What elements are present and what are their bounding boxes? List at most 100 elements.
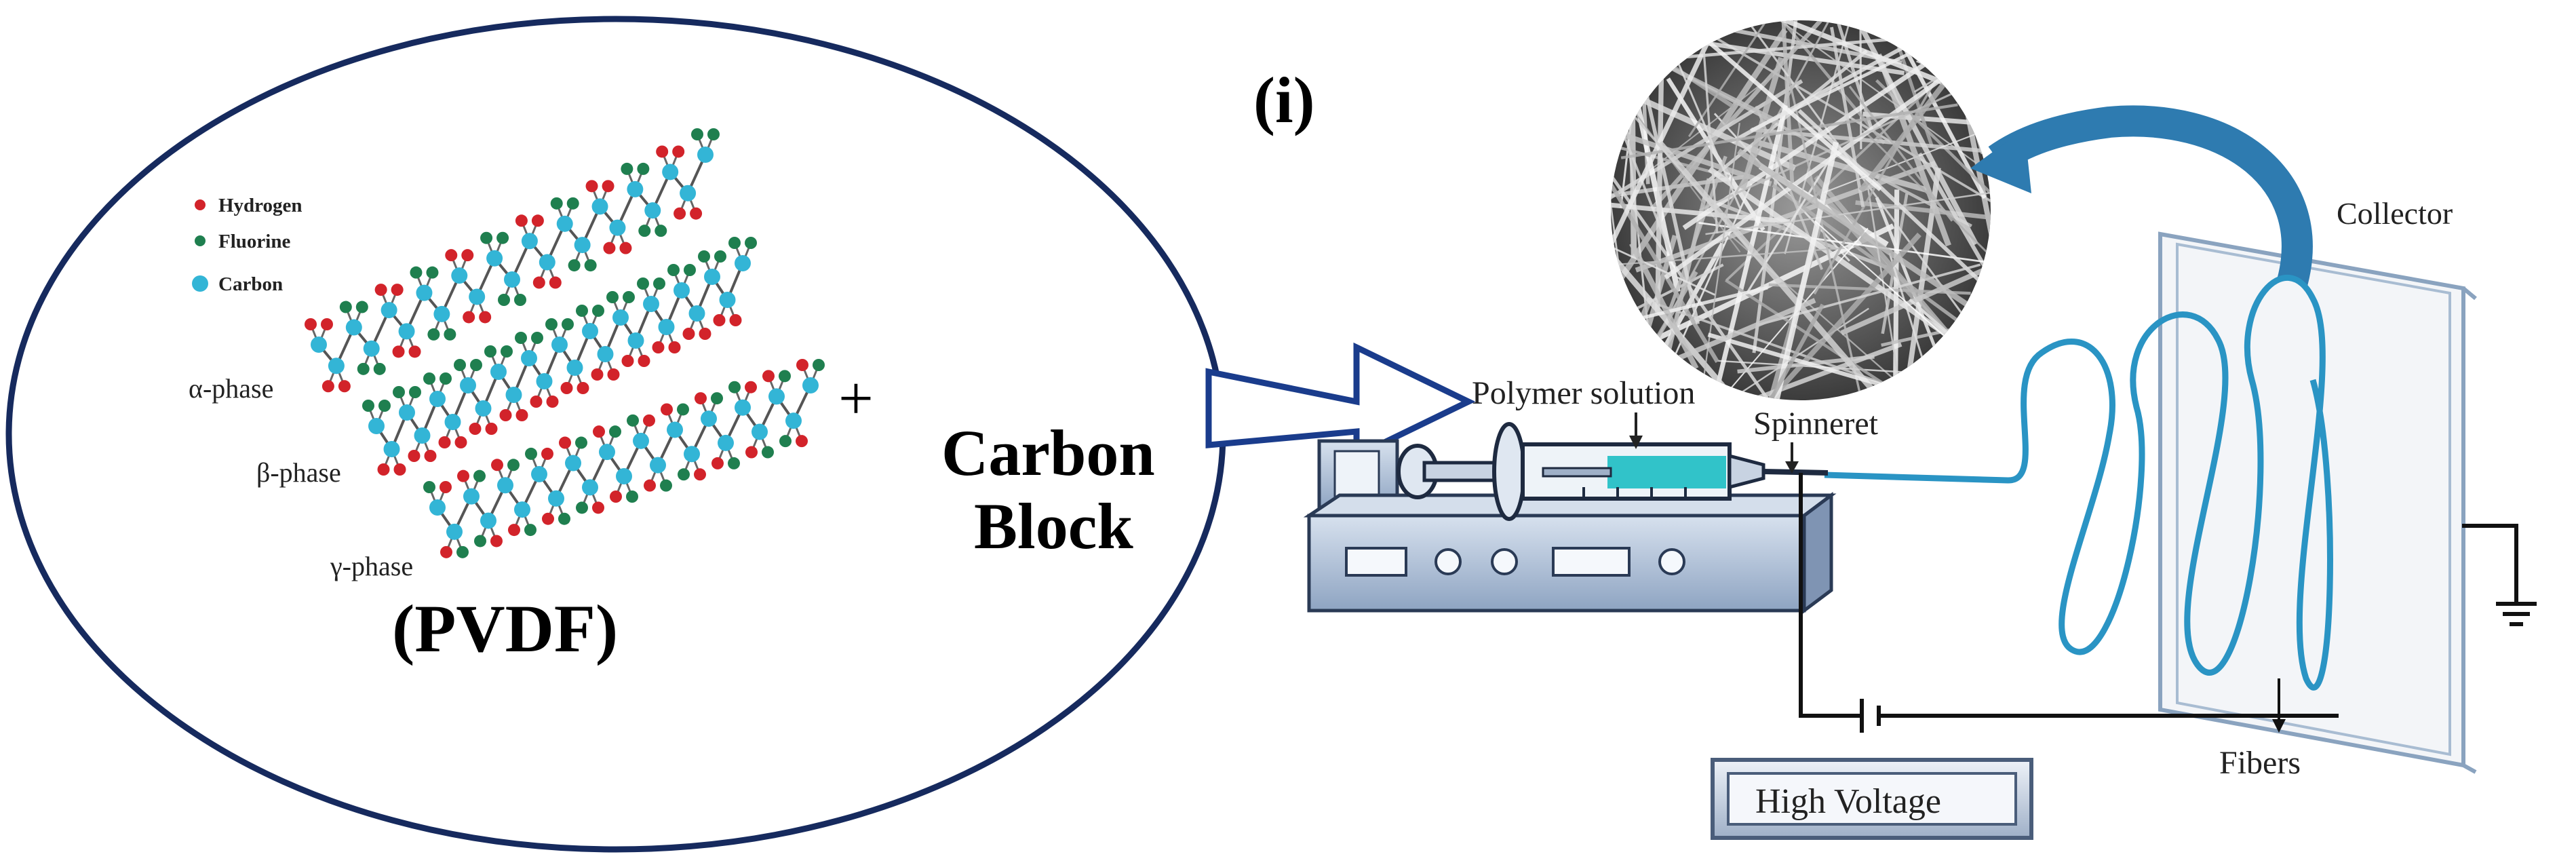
- chain-substituent-atom: [602, 180, 614, 193]
- sem-fiber-strand: [1629, 242, 1699, 370]
- chain-substituent-atom: [813, 359, 825, 371]
- sem-fiber-strand: [1666, 155, 1728, 315]
- chain-substituent-atom: [393, 386, 405, 398]
- chain-substituent-atom: [603, 242, 616, 254]
- chain-substituent-atom: [542, 512, 554, 525]
- chain-carbon-atom: [539, 254, 555, 271]
- sem-fiber-strand: [1611, 208, 1715, 296]
- chain-carbon-atom: [416, 284, 433, 301]
- chain-carbon-atom: [433, 305, 450, 322]
- sem-fiber-strand: [1787, 75, 1875, 400]
- chain-carbon-atom: [514, 501, 530, 518]
- chain-carbon-atom: [429, 499, 446, 516]
- chain-substituent-atom: [392, 345, 405, 358]
- chain-substituent-atom: [391, 284, 404, 296]
- chain-substituent-atom: [698, 250, 710, 263]
- chain-carbon-atom: [451, 267, 468, 284]
- sem-fiber-strand: [1611, 103, 1772, 187]
- chain-substituent-atom: [559, 436, 571, 449]
- chain-substituent-atom: [591, 368, 604, 381]
- chain-substituent-atom: [584, 259, 597, 272]
- chain-substituent-atom: [355, 301, 368, 313]
- flow-arrow: [1205, 342, 1476, 461]
- chain-substituent-atom: [378, 400, 391, 412]
- chain-substituent-atom: [558, 512, 570, 525]
- chain-substituent-atom: [484, 345, 496, 358]
- sem-fiber-strand: [1848, 85, 1953, 222]
- sem-fiber-strand: [1688, 24, 1882, 191]
- sem-fiber-strand: [1611, 247, 1848, 278]
- chain-substituent-atom: [575, 436, 587, 449]
- chain-substituent-atom: [530, 396, 543, 408]
- chain-substituent-atom: [745, 237, 757, 249]
- chain-carbon-atom: [368, 418, 385, 434]
- chain-substituent-atom: [562, 318, 574, 330]
- chain-substituent-atom: [729, 314, 742, 326]
- chain-substituent-atom: [694, 468, 706, 481]
- chain-substituent-atom: [532, 276, 545, 289]
- chain-carbon-atom: [591, 198, 608, 215]
- chain-substituent-atom: [499, 409, 512, 421]
- collector-label: Collector: [2337, 196, 2453, 231]
- fibers-label: Fibers: [2219, 745, 2301, 781]
- chain-substituent-atom: [362, 400, 374, 412]
- pump-display-right: [1552, 547, 1631, 577]
- spinneret-needle: [1763, 469, 1829, 476]
- chain-substituent-atom: [531, 332, 543, 344]
- sem-fiber-strand: [1615, 115, 1677, 266]
- chain-substituent-atom: [409, 386, 421, 398]
- pump-knob-2: [1491, 548, 1518, 575]
- circuit-wires: [1799, 473, 2537, 733]
- chain-substituent-atom: [619, 242, 632, 254]
- chain-substituent-atom: [678, 468, 690, 481]
- chain-carbon-atom: [328, 358, 345, 374]
- chain-carbon-atom: [616, 468, 632, 484]
- chain-substituent-atom: [357, 362, 370, 375]
- sem-fiber-strand: [1860, 128, 1991, 317]
- sem-fiber-strand: [1666, 77, 1765, 231]
- chain-substituent-atom: [305, 318, 317, 330]
- chain-carbon-atom: [597, 346, 614, 362]
- syringe-pump: [1303, 439, 1837, 614]
- chain-substituent-atom: [491, 459, 503, 472]
- chain-substituent-atom: [479, 311, 492, 324]
- panel-label: (i): [1253, 64, 1315, 136]
- chain-substituent-atom: [652, 341, 665, 353]
- chain-substituent-atom: [728, 381, 741, 393]
- chain-substituent-atom: [653, 277, 665, 290]
- chain-carbon-atom: [345, 319, 362, 336]
- chain-substituent-atom: [473, 469, 486, 482]
- gamma-phase-label: γ-phase: [330, 551, 413, 581]
- chain-carbon-atom: [643, 296, 659, 312]
- pump-knob-3: [1658, 548, 1685, 575]
- chain-carbon-atom: [446, 523, 463, 540]
- chain-substituent-atom: [592, 501, 604, 514]
- chain-carbon-atom: [735, 255, 751, 271]
- chain-substituent-atom: [321, 380, 334, 393]
- sem-fiber-strand: [1707, 332, 1991, 400]
- beta-phase-label: β-phase: [256, 457, 341, 488]
- chain-carbon-atom: [380, 302, 397, 319]
- chain-carbon-atom: [802, 377, 819, 393]
- chain-substituent-atom: [469, 423, 482, 435]
- chain-substituent-atom: [707, 128, 720, 140]
- chain-substituent-atom: [610, 491, 622, 503]
- chain-substituent-atom: [621, 355, 634, 367]
- sem-fiber-strand: [1751, 128, 1991, 157]
- chain-substituent-atom: [623, 291, 635, 303]
- chain-substituent-atom: [699, 328, 711, 340]
- chain-substituent-atom: [655, 225, 667, 237]
- chain-carbon-atom: [531, 465, 547, 482]
- chain-carbon-atom: [565, 455, 581, 472]
- chain-substituent-atom: [566, 197, 579, 210]
- chain-carbon-atom: [684, 446, 700, 463]
- fiber-jet: [1824, 274, 2333, 691]
- chain-substituent-atom: [728, 237, 741, 249]
- chain-carbon-atom: [574, 237, 591, 254]
- sem-fiber-strand: [1705, 179, 1991, 235]
- chain-substituent-atom: [560, 382, 573, 394]
- chain-carbon-atom: [752, 423, 768, 440]
- chain-carbon-atom: [688, 305, 705, 322]
- atom-legend: Hydrogen Fluorine Carbon: [192, 195, 303, 295]
- sem-fiber-strand: [1917, 152, 1991, 351]
